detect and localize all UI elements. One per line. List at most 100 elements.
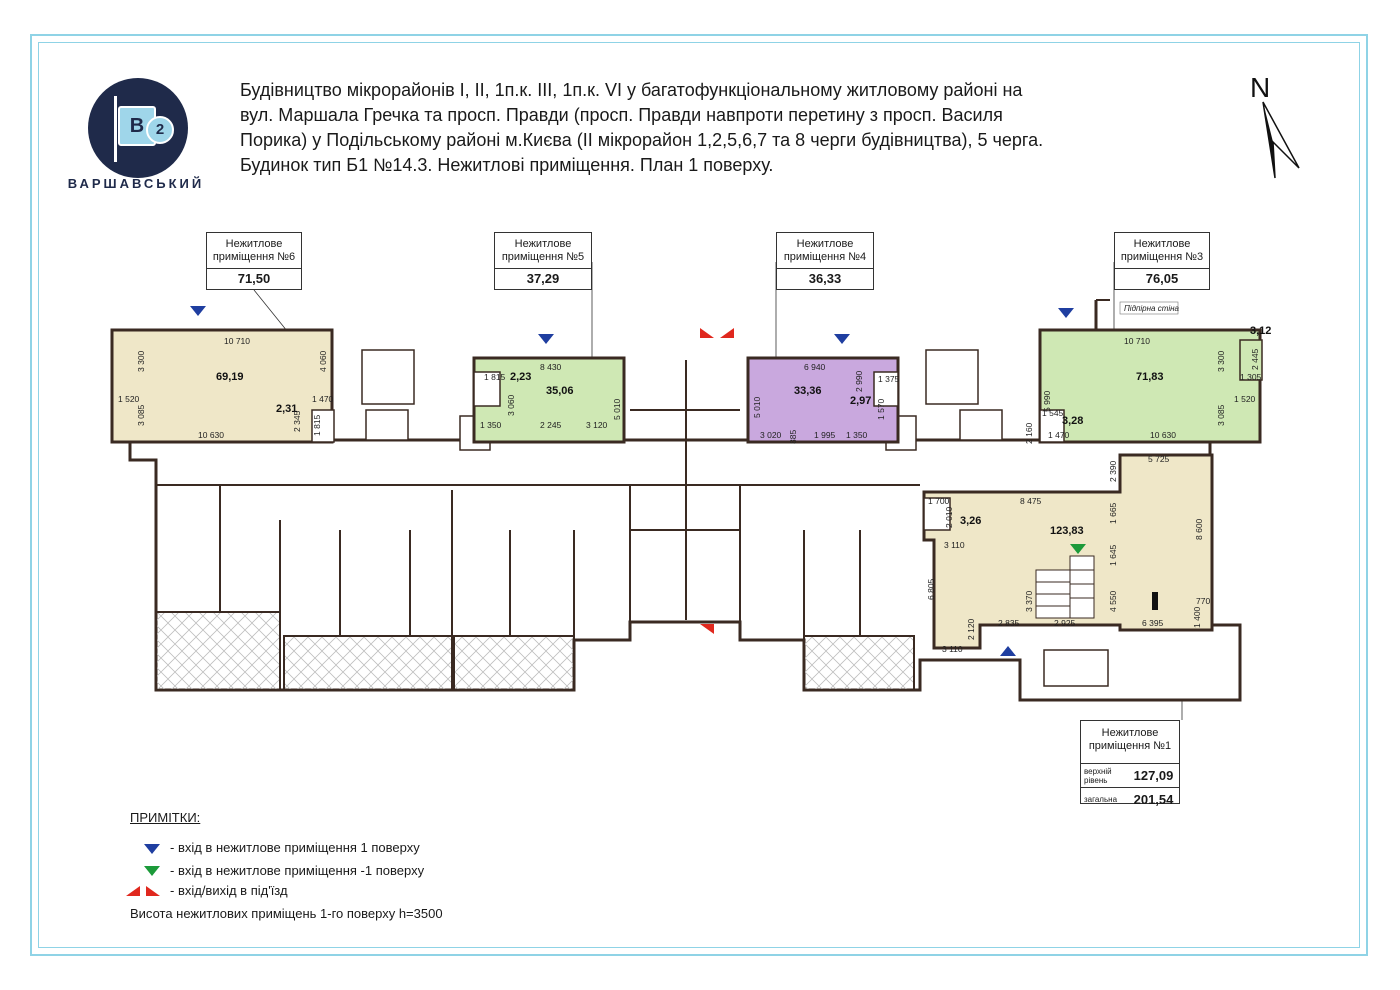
dim-22: 1 995 <box>814 430 836 440</box>
title-line-4: Будинок тип Б1 №14.3. Нежитлові приміщен… <box>240 155 774 175</box>
dim-50: 6 395 <box>1142 618 1164 628</box>
logo-circle: 2 <box>146 116 174 144</box>
area-6-wc: 2,31 <box>276 403 297 415</box>
dim-5: 3 085 <box>136 404 146 426</box>
dim-17: 6 940 <box>804 362 826 372</box>
premise-4-area: 36,33 <box>777 268 873 289</box>
room-4-wc <box>873 371 899 407</box>
dim-33: 2 160 <box>1024 422 1034 444</box>
entrance-markers-red <box>700 328 734 634</box>
premise-3-label: Нежитлове приміщення №3 <box>1120 238 1204 263</box>
area-4-wc: 2,97 <box>850 395 871 407</box>
outer-frame <box>30 34 1368 956</box>
dim-54: 2 120 <box>966 618 976 640</box>
page-title: Будівництво мікрорайонів І, ІІ, 1п.к. ІІ… <box>240 78 1200 178</box>
room-3-wc <box>1039 409 1065 443</box>
area-3-main: 71,83 <box>1136 371 1164 383</box>
north-arrow-icon <box>1262 101 1300 179</box>
dim-45: 8 600 <box>1194 518 1204 540</box>
dim-8: 1 815 <box>312 414 322 436</box>
north-label: N <box>1250 72 1271 103</box>
logo-text: ВАРШАВСЬКИЙ <box>67 176 205 191</box>
premise-1-upper-value: 127,09 <box>1133 768 1174 783</box>
dim-51: 1 400 <box>1192 606 1202 628</box>
dim-13: 3 060 <box>506 394 516 416</box>
column <box>1152 592 1158 610</box>
notes-heading-wrap: ПРИМІТКИ: <box>130 810 200 835</box>
dim-47: 6 805 <box>926 578 936 600</box>
legend-mark-red <box>126 886 160 896</box>
entrance-marker-5 <box>538 334 554 344</box>
notes-heading: ПРИМІТКИ: <box>130 810 201 825</box>
dim-19: 1 375 <box>878 374 900 384</box>
entrance-marker-6 <box>190 306 206 316</box>
balcony-3 <box>453 635 575 691</box>
premise-1-upper-key: верхній рівень <box>1084 766 1112 785</box>
dim-18: 2 990 <box>854 370 864 392</box>
area-3-small: 3,12 <box>1250 325 1271 337</box>
premise-6-box: Нежитлове приміщення №6 71,50 <box>206 232 302 290</box>
dim-53: 2 925 <box>1054 618 1076 628</box>
room-3 <box>1038 328 1262 444</box>
note-3: - вхід/вихід в під'їзд <box>130 883 288 898</box>
dim-37: 5 725 <box>1148 454 1170 464</box>
title-line-3: Порика) у Подільському районі м.Києва (І… <box>240 130 1044 150</box>
premise-3-box: Нежитлове приміщення №3 76,05 <box>1114 232 1210 290</box>
dim-26: 10 710 <box>1124 336 1150 346</box>
premise-6-area: 71,50 <box>207 268 301 289</box>
dim-36: 1 305 <box>1240 372 1262 382</box>
dim-10: 8 430 <box>540 362 562 372</box>
room-6 <box>110 328 334 444</box>
dim-15: 2 245 <box>540 420 562 430</box>
entrance-marker-lower <box>1070 544 1086 554</box>
dim-14: 1 350 <box>480 420 502 430</box>
dim-2: 3 300 <box>136 350 146 372</box>
area-1-main: 123,83 <box>1050 525 1084 537</box>
dim-40: 1 665 <box>1108 502 1118 524</box>
room-1-wc <box>923 497 951 531</box>
premise-4-box: Нежитлове приміщення №4 36,33 <box>776 232 874 290</box>
logo: B 2 <box>88 78 188 178</box>
dim-49: 770 <box>1196 596 1210 606</box>
legend-mark-blue <box>144 844 160 854</box>
area-5-wc: 2,23 <box>510 371 531 383</box>
area-6-main: 69,19 <box>216 371 244 383</box>
dim-41: 1 645 <box>1108 544 1118 566</box>
dim-3: 4 060 <box>318 350 328 372</box>
dim-38: 2 390 <box>1108 460 1118 482</box>
entrance-marker-4 <box>834 334 850 344</box>
inner-frame <box>38 42 1360 948</box>
stair-1 <box>1035 555 1095 619</box>
room-3-small <box>1239 339 1263 381</box>
area-3-wc: 3,28 <box>1062 415 1083 427</box>
dim-16: 3 120 <box>586 420 608 430</box>
premise-5-area: 37,29 <box>495 268 591 289</box>
dim-44: 3 110 <box>944 540 965 550</box>
premise-1-upper-row: верхній рівень 127,09 <box>1081 764 1179 788</box>
dim-52: 2 835 <box>998 618 1020 628</box>
title-line-1: Будівництво мікрорайонів І, ІІ, 1п.к. ІІ… <box>240 80 1023 100</box>
dim-46: 4 550 <box>1108 590 1118 612</box>
room-5-wc <box>473 371 501 407</box>
dim-23: 1 350 <box>846 430 868 440</box>
lower-walls <box>156 360 920 640</box>
logo-flag-pole <box>114 96 117 162</box>
title-line-2: вул. Маршала Гречка та просп. Правди (пр… <box>240 105 1003 125</box>
room-6-wc <box>311 409 335 443</box>
bearing-wall-label: Підпірна стіна <box>1124 304 1180 313</box>
dim-43: 2 010 <box>944 506 954 528</box>
dim-6: 1 470 <box>312 394 334 404</box>
dim-9: 10 630 <box>198 430 224 440</box>
dim-29: 1 520 <box>1234 394 1256 404</box>
legend-mark-green <box>144 866 160 876</box>
entrance-marker-1 <box>1000 646 1016 656</box>
premise-5-box: Нежитлове приміщення №5 37,29 <box>494 232 592 290</box>
dimensions: 10 710 3 300 4 060 1 520 3 085 1 470 2 3… <box>118 336 1262 654</box>
dim-48: 3 370 <box>1024 590 1034 612</box>
premise-4-label: Нежитлове приміщення №4 <box>783 238 867 263</box>
room-1 <box>922 453 1214 650</box>
premise-6-label: Нежитлове приміщення №6 <box>212 238 296 263</box>
area-5-main: 35,06 <box>546 385 574 397</box>
note-1: - вхід в нежитлове приміщення 1 поверху <box>130 840 420 855</box>
